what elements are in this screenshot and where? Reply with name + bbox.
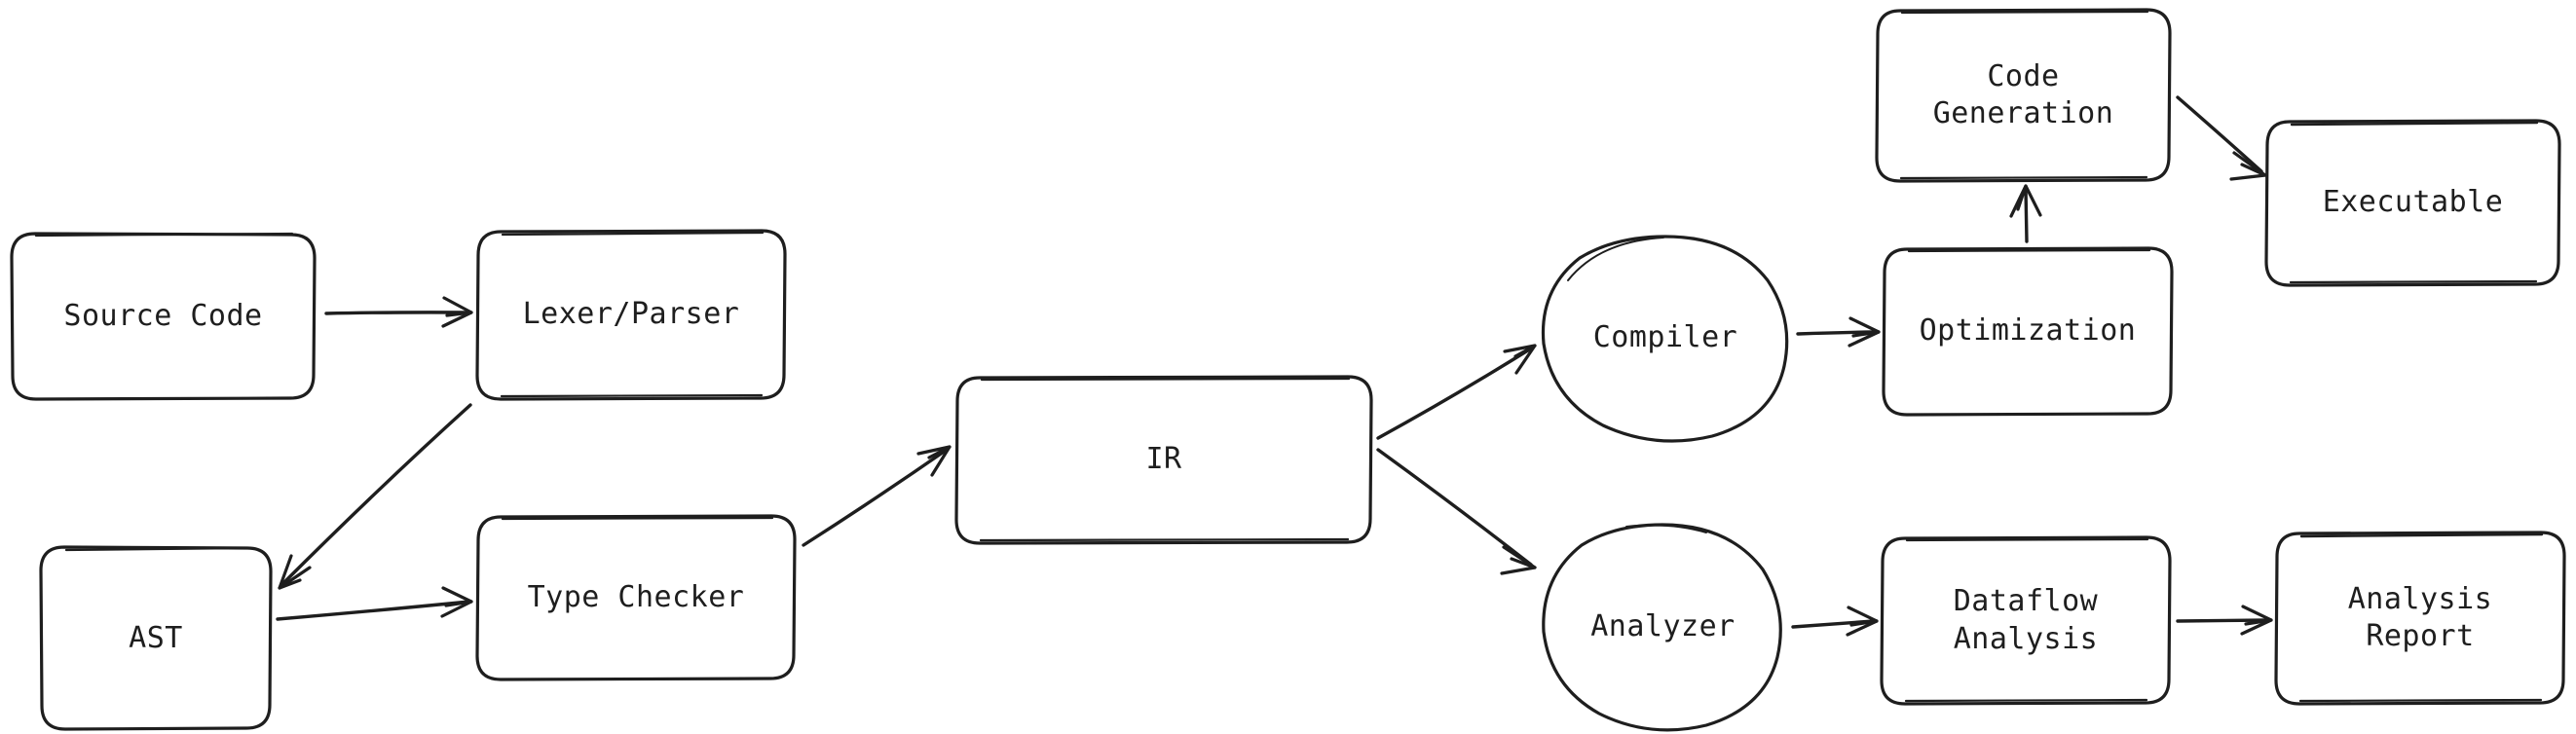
edge-ast-to-type-checker [276, 586, 473, 621]
node-ir[interactable]: IR [954, 375, 1373, 545]
edge-ir-to-analyzer [1376, 448, 1537, 575]
rounded-rect-shape [2264, 119, 2561, 287]
node-type-checker[interactable]: Type Checker [475, 514, 797, 681]
rounded-rect-shape [1882, 246, 2174, 417]
node-label: IR [1145, 442, 1182, 477]
edge-type-checker-to-ir [802, 445, 952, 547]
node-label: Dataflow Analysis [1953, 584, 2099, 656]
rounded-rect-shape [2274, 531, 2566, 706]
node-executable[interactable]: Executable [2264, 119, 2561, 287]
node-analysis-report[interactable]: Analysis Report [2274, 531, 2566, 706]
rounded-rect-shape [954, 375, 1373, 545]
rounded-rect-shape [475, 229, 787, 401]
node-source-code[interactable]: Source Code [10, 232, 317, 401]
node-optimization[interactable]: Optimization [1882, 246, 2174, 417]
node-label: Source Code [63, 298, 263, 333]
node-label: Type Checker [527, 579, 745, 614]
edge-compiler-to-optimization [1796, 316, 1881, 348]
rounded-rect-shape [1880, 535, 2172, 706]
node-label: Code Generation [1932, 58, 2114, 130]
node-analyzer[interactable]: Analyzer [1539, 521, 1787, 734]
edge-lexer-parser-to-ast [278, 403, 472, 590]
edge-source-code-to-lexer-parser [324, 296, 473, 328]
node-dataflow-analysis[interactable]: Dataflow Analysis [1880, 535, 2172, 706]
edge-code-generation-to-executable [2176, 95, 2267, 181]
node-label: Lexer/Parser [522, 297, 740, 332]
edge-optimization-to-code-generation [2009, 184, 2042, 243]
ellipse-shape [1542, 523, 1782, 732]
rounded-rect-shape [10, 232, 317, 401]
node-compiler[interactable]: Compiler [1539, 234, 1792, 443]
edge-analyzer-to-dataflow-analysis [1791, 606, 1879, 637]
rounded-rect-shape [475, 514, 797, 681]
edge-ir-to-compiler [1376, 344, 1537, 440]
node-label: Optimization [1919, 313, 2137, 349]
node-lexer-parser[interactable]: Lexer/Parser [475, 229, 787, 401]
node-label: Analyzer [1590, 609, 1736, 644]
rounded-rect-shape [1875, 8, 2172, 183]
edge-dataflow-analysis-to-analysis-report [2176, 605, 2273, 636]
node-label: Analysis Report [2347, 581, 2493, 653]
node-label: AST [129, 620, 183, 655]
node-label: Executable [2322, 185, 2504, 220]
rounded-rect-shape [39, 545, 273, 731]
node-label: Compiler [1592, 320, 1738, 355]
node-ast[interactable]: AST [39, 545, 273, 732]
ellipse-shape [1541, 235, 1789, 443]
node-code-generation[interactable]: Code Generation [1875, 8, 2172, 183]
